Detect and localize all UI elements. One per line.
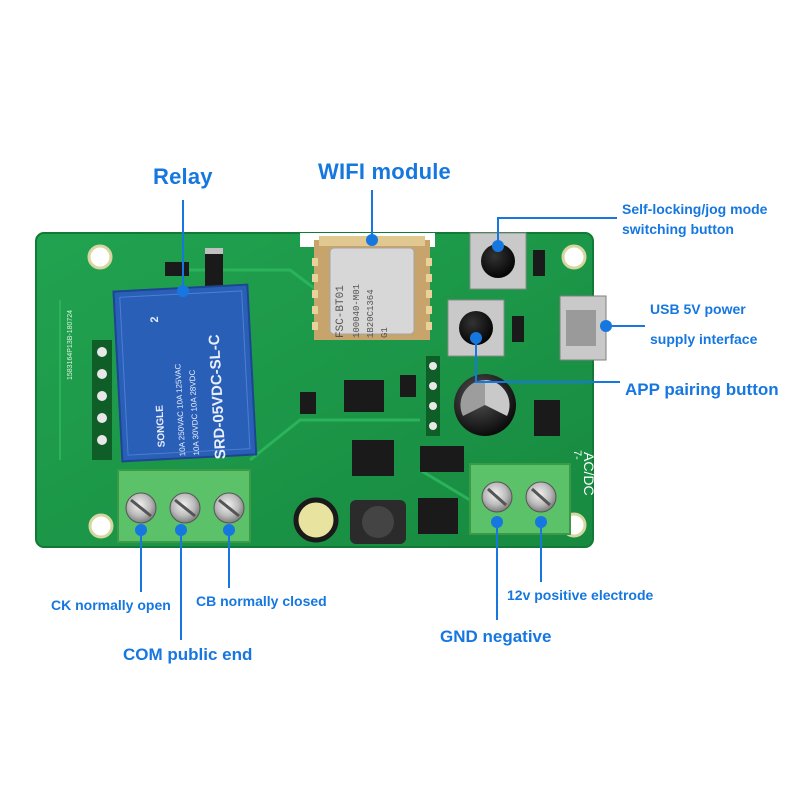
wifi-line-4: G1 xyxy=(380,327,390,338)
usb-connector-component xyxy=(559,295,607,361)
usb-label-line1: USB 5V power xyxy=(650,301,746,317)
relay-component: SONGLE 10A 250VAC 10A 125VAC 10A 30VDC 1… xyxy=(112,283,258,463)
edge-code-text: 1583164P13B-180724 xyxy=(67,310,74,380)
wifi-line-1: FSC-BT01 xyxy=(335,285,347,338)
self-locking-leader xyxy=(497,217,617,246)
app-pairing-leader xyxy=(475,338,620,383)
relay-model-text: SRD-05VDC-SL-C xyxy=(206,334,230,460)
electrolytic-capacitor xyxy=(454,374,516,436)
power-terminal-block xyxy=(469,463,571,535)
volt-marking: 7- xyxy=(571,450,583,460)
cb-dot xyxy=(223,524,235,536)
ic-chips xyxy=(300,375,560,534)
positive-dot xyxy=(535,516,547,528)
right-pin-header xyxy=(426,356,440,436)
ck-dot xyxy=(135,524,147,536)
wifi-line-3: 1B20C1364 xyxy=(366,289,376,338)
com-public-end-label: COM public end xyxy=(123,645,253,664)
cb-normally-closed-label: CB normally closed xyxy=(196,593,327,609)
acdc-marking: AC/DC xyxy=(581,452,597,496)
inductor xyxy=(350,500,406,544)
app-pairing-dot xyxy=(470,332,482,344)
callout-lines xyxy=(140,190,645,640)
small-capacitor xyxy=(293,497,339,543)
wifi-line-2: 100040-M01 xyxy=(352,284,362,338)
com-dot xyxy=(175,524,187,536)
self-locking-label-line1: Self-locking/jog mode xyxy=(622,201,768,217)
relay-pin-marker: 2 xyxy=(149,316,161,323)
relay-label: Relay xyxy=(153,164,213,189)
ck-normally-open-label: CK normally open xyxy=(51,597,171,613)
left-pin-header xyxy=(92,340,112,460)
app-pairing-label: APP pairing button xyxy=(625,380,779,399)
wifi-module-label: WIFI module xyxy=(318,159,451,184)
usb-label-line2: supply interface xyxy=(650,331,758,347)
self-locking-label-line2: switching button xyxy=(622,221,734,237)
gnd-negative-label: GND negative xyxy=(440,627,552,646)
wifi-dot xyxy=(366,234,378,246)
relay-brand-text: SONGLE xyxy=(154,405,167,448)
positive-12v-label: 12v positive electrode xyxy=(507,587,654,603)
callout-dots xyxy=(135,234,612,536)
usb-dot xyxy=(600,320,612,332)
gnd-dot xyxy=(491,516,503,528)
relay-rating-2-text: 10A 30VDC 10A 28VDC xyxy=(188,369,201,455)
wifi-module-component: FSC-BT01 100040-M01 1B20C1364 G1 xyxy=(312,236,432,340)
self-locking-dot xyxy=(492,240,504,252)
